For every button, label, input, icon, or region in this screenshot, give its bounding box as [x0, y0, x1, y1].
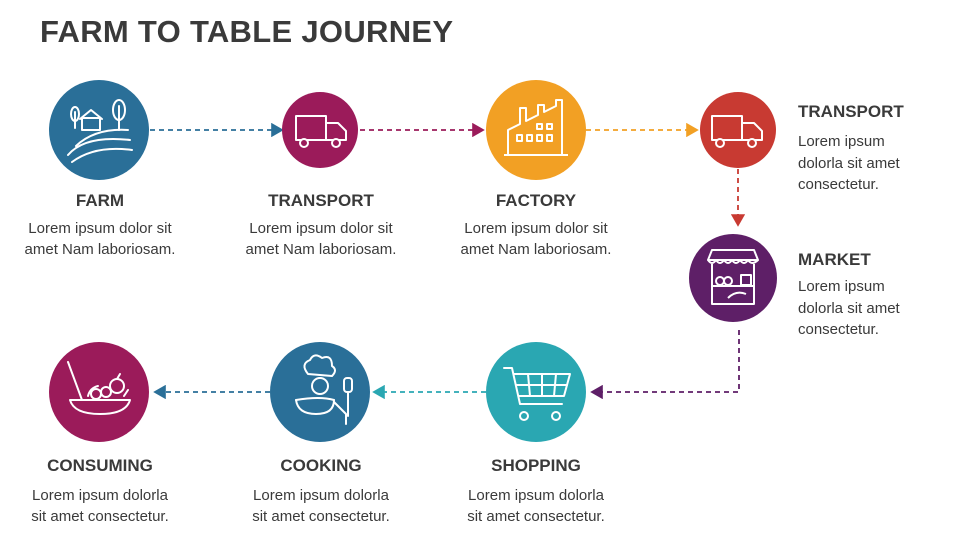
food-bowl-icon	[67, 361, 131, 415]
step-label-consuming: CONSUMING	[47, 456, 153, 475]
step-label-cooking: COOKING	[280, 456, 362, 475]
step-desc-cooking: Lorem ipsum dolorla sit amet consectetur…	[221, 485, 421, 527]
truck-icon	[295, 115, 347, 148]
step-label-factory: FACTORY	[495, 191, 577, 210]
chef-icon	[295, 354, 353, 425]
desc-line: amet Nam laboriosam.	[245, 241, 397, 258]
truck-icon	[711, 115, 763, 148]
factory-icon	[504, 99, 568, 156]
factory-node	[486, 80, 586, 180]
step-label-market: MARKET	[798, 250, 871, 269]
step-desc-farm: Lorem ipsum dolor sit amet Nam laboriosa…	[0, 218, 200, 260]
desc-line: Lorem ipsum	[798, 278, 885, 295]
desc-line: sit amet consectetur.	[31, 508, 169, 525]
page-title: FARM TO TABLE JOURNEY	[40, 14, 454, 49]
step-desc-shopping: Lorem ipsum dolorla sit amet consectetur…	[436, 485, 636, 527]
step-desc-market: Lorem ipsum dolorla sit amet consectetur…	[798, 276, 948, 341]
step-desc-transport: Lorem ipsum dolor sit amet Nam laboriosa…	[221, 218, 421, 260]
desc-line: Lorem ipsum dolorla	[32, 487, 168, 504]
consuming-node	[49, 342, 149, 442]
desc-line: Lorem ipsum	[798, 133, 885, 150]
desc-line: sit amet consectetur.	[252, 508, 390, 525]
desc-line: consectetur.	[798, 321, 879, 338]
step-desc-transport-2: Lorem ipsum dolorla sit amet consectetur…	[798, 131, 948, 196]
desc-line: dolorla sit amet	[798, 154, 900, 172]
desc-line: sit amet consectetur.	[467, 508, 605, 525]
desc-line: Lorem ipsum dolorla	[468, 487, 604, 504]
desc-line: Lorem ipsum dolor sit	[28, 220, 172, 237]
step-label-farm: FARM	[75, 191, 125, 210]
desc-line: Lorem ipsum dolor sit	[464, 220, 608, 237]
desc-line: amet Nam laboriosam.	[460, 241, 612, 258]
shopping-node	[486, 342, 586, 442]
step-label-transport-2: TRANSPORT	[798, 102, 904, 121]
shopping-cart-icon	[503, 367, 571, 421]
desc-line: Lorem ipsum dolorla	[253, 487, 389, 504]
desc-line: dolorla sit amet	[798, 299, 900, 317]
step-label-transport: TRANSPORT	[268, 191, 374, 210]
transport-node-2	[700, 92, 776, 168]
market-node	[689, 234, 777, 322]
connector-market-shopping	[590, 330, 740, 400]
step-desc-factory: Lorem ipsum dolor sit amet Nam laboriosa…	[436, 218, 636, 260]
desc-line: Lorem ipsum dolor sit	[249, 220, 393, 237]
farm-icon	[67, 99, 133, 163]
market-stall-icon	[707, 249, 759, 305]
farm-node	[49, 80, 149, 180]
cooking-node	[270, 342, 370, 442]
desc-line: amet Nam laboriosam.	[24, 241, 176, 258]
step-label-shopping: SHOPPING	[491, 456, 581, 475]
step-desc-consuming: Lorem ipsum dolorla sit amet consectetur…	[0, 485, 200, 527]
desc-line: consectetur.	[798, 176, 879, 193]
transport-node	[282, 92, 358, 168]
